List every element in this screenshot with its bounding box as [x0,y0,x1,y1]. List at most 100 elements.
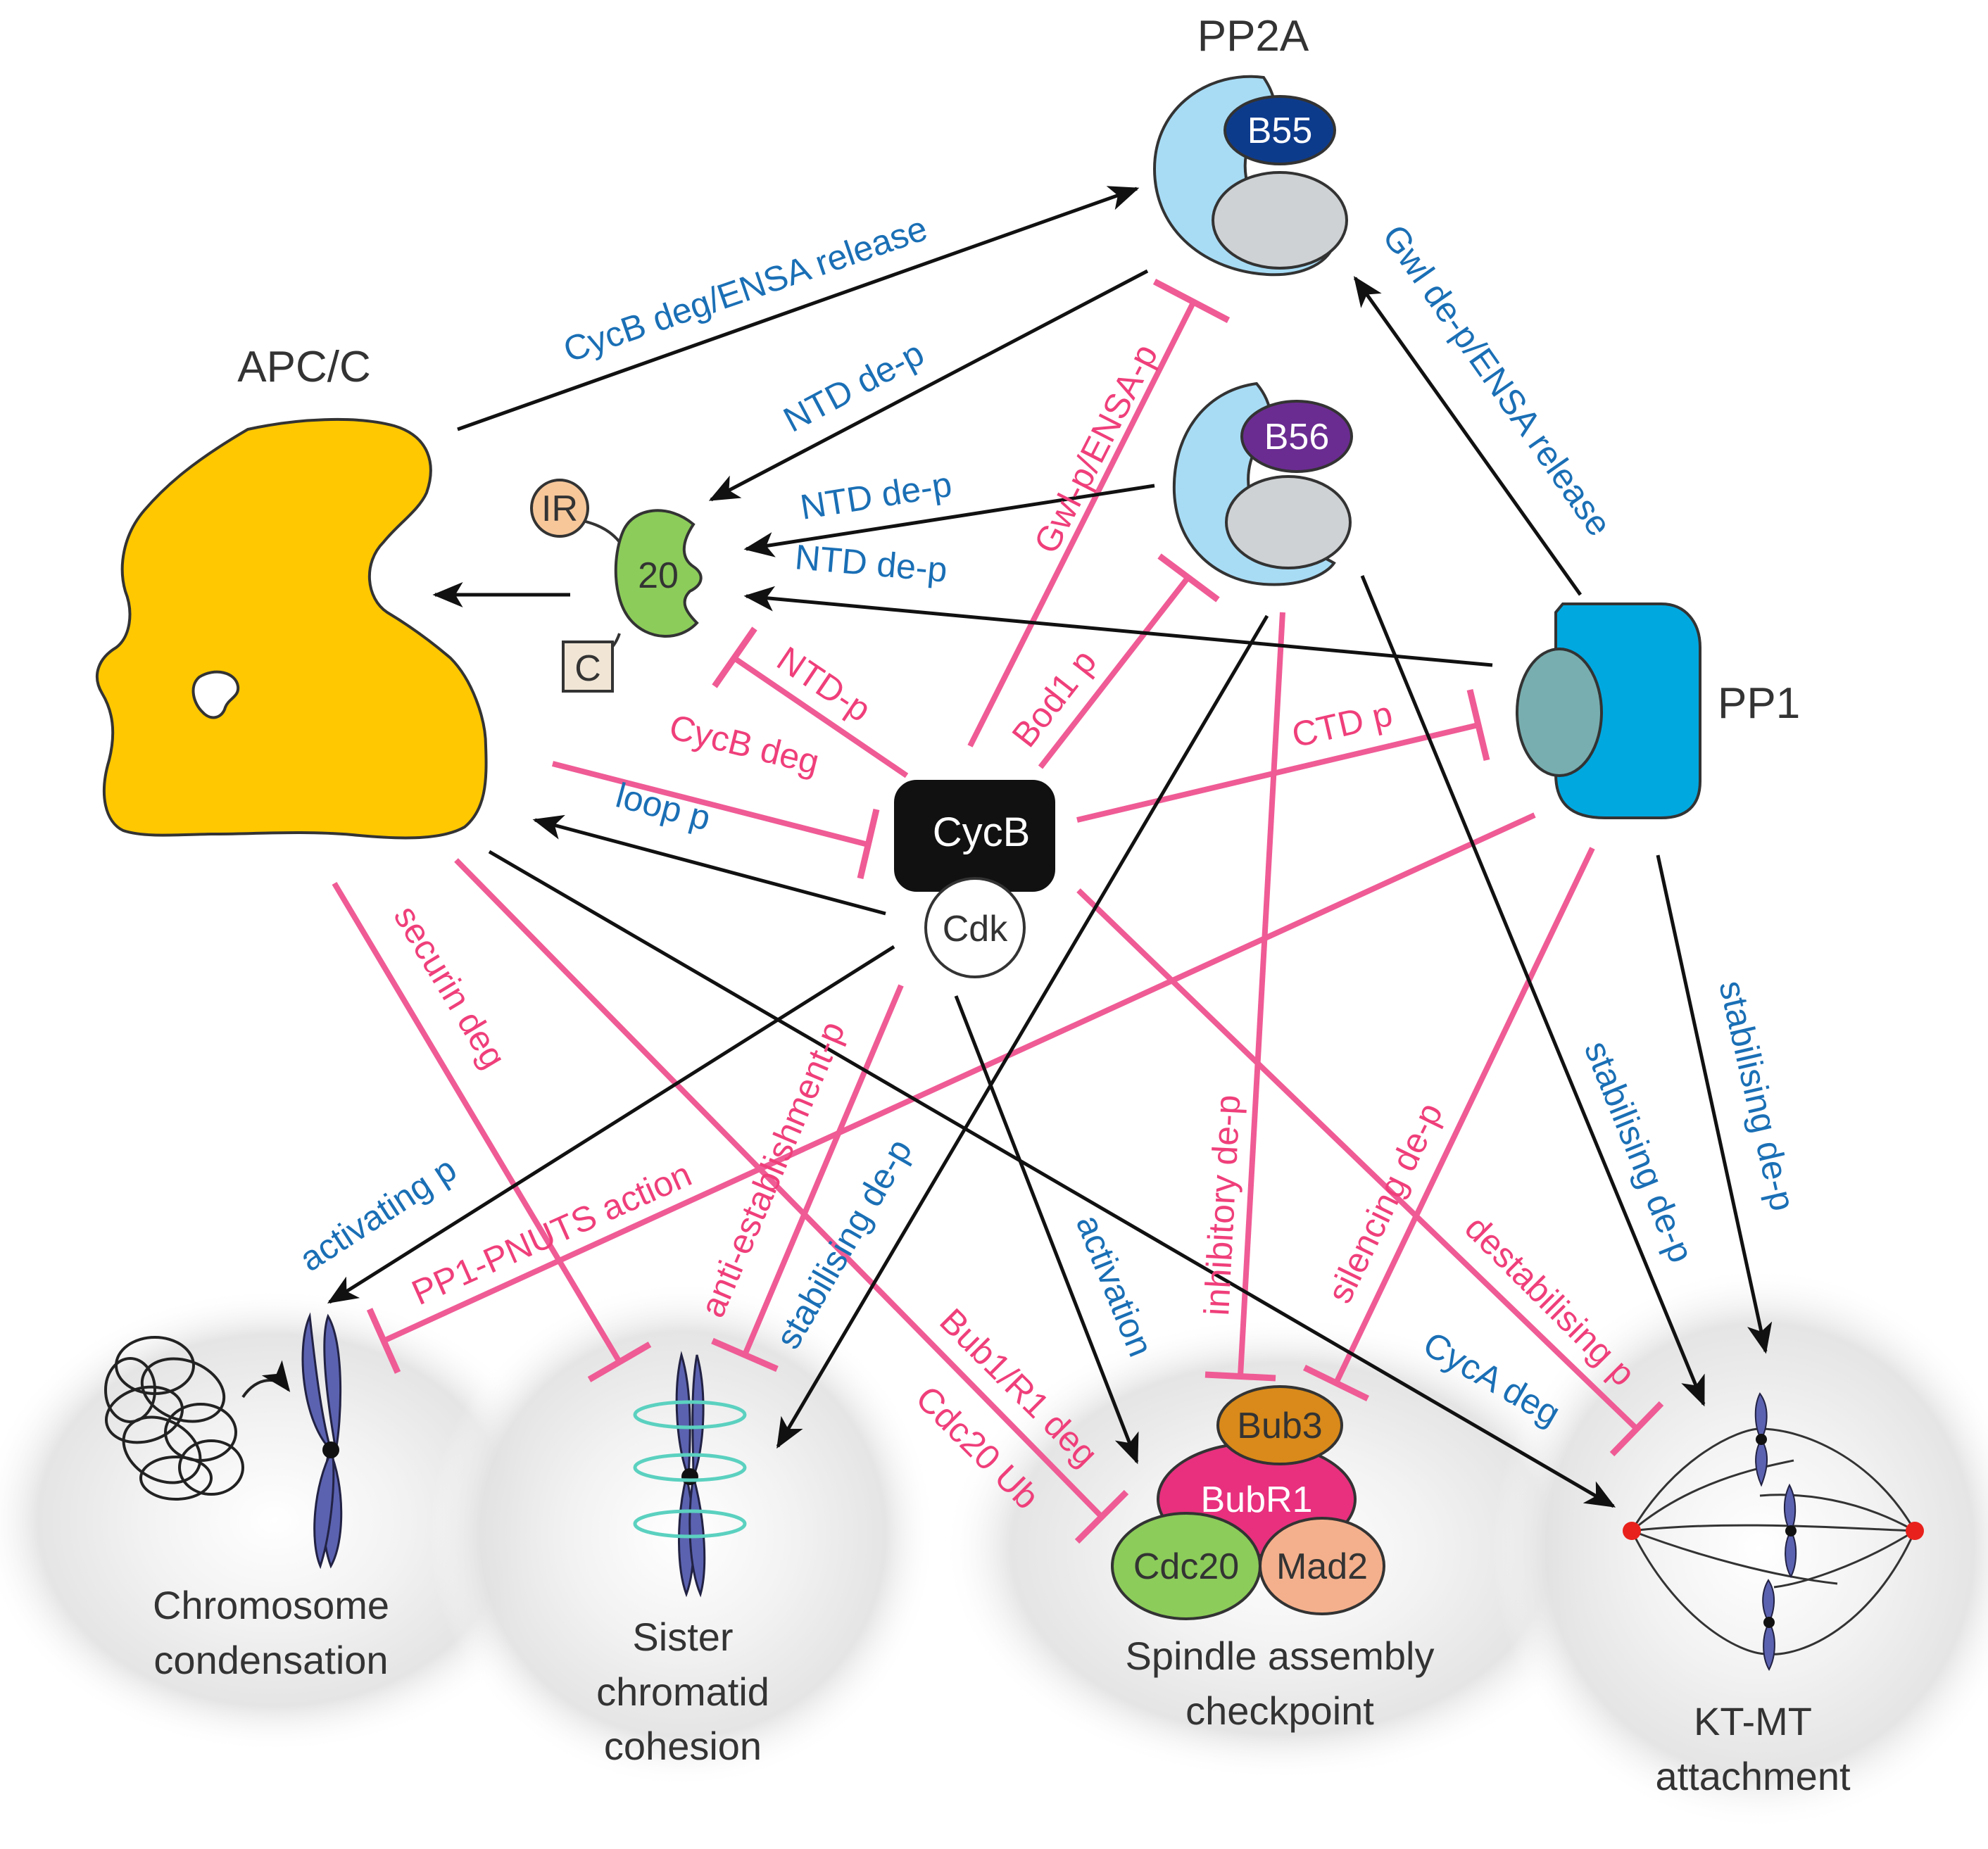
output-sister-chromatid-cohesion: Sister chromatid cohesion [596,1351,769,1768]
b55-label: B55 [1247,111,1313,151]
tbar-bod1-p [1157,553,1220,602]
tbar-ctd-p [1466,688,1490,762]
edge-anti-establishment-p [742,984,904,1356]
label-inhibitory-dep: inhibitory de-p [1197,1094,1247,1317]
edge-bod1-p [1038,575,1191,769]
label-cycb-deg: CycB deg [665,707,823,782]
cycb-label: CycB [933,809,1031,855]
edge-securin-deg [332,881,622,1364]
label-activating-p: activating p [292,1149,463,1280]
edge-gwl-dep-ensa-release [1353,276,1583,596]
b55-subunit [1223,95,1336,165]
bub3-label: Bub3 [1237,1406,1322,1446]
pp2a-b56-catalytic [1225,475,1352,569]
cdk-label: Cdk [943,909,1008,949]
cohesion-line-3: cohesion [604,1724,762,1768]
edge-activation [954,995,1139,1465]
edge-silencing-dep [1333,847,1595,1384]
edge-b56-ntd-dep [743,484,1155,557]
c-motif [562,640,614,693]
label-stabilising-dep-b56: stabilising de-p [1577,1035,1701,1268]
label-activation: activation [1069,1209,1161,1362]
edge-b55-ntd-dep [708,269,1149,502]
ktmt-line-2: attachment [1655,1754,1850,1798]
tbar-bub1-r1-deg [1074,1489,1129,1544]
pp2a-b55-catalytic [1212,171,1348,270]
edge-bub1-r1-deg [454,858,1104,1519]
label-bod1-p: Bod1 p [1005,642,1105,754]
output-chromosome-condensation: Chromosome condensation [104,1312,389,1682]
spindle-pole-left [1623,1522,1641,1540]
b56-label: B56 [1264,417,1330,457]
sac-line-2: checkpoint [1185,1689,1374,1733]
tbar-destabilising-p [1609,1401,1664,1457]
label-stabilising-dep-pp1: stabilising de-p [1711,977,1803,1215]
condensation-line-1: Chromosome [153,1583,389,1627]
output-spindle-assembly-checkpoint: BubR1 Bub3 Cdc20 Mad2 Spindle assembly c… [1111,1385,1435,1733]
label-gwl-dep-ensa-release: Gwl de-p/ENSA release [1375,217,1619,543]
pp2a-b55-complex: PP2A B55 [1152,12,1348,277]
apcc-title: APC/C [237,343,370,391]
spindle-icon [1630,1427,1916,1655]
bubr1-label: BubR1 [1201,1479,1313,1520]
edge-cycb-deg [552,761,869,847]
ktmt-line-1: KT-MT [1694,1699,1812,1743]
pp1-complex: PP1 [1516,602,1800,819]
cohesion-line-1: Sister [632,1615,733,1659]
tbar-ntd-p [712,626,757,688]
b56-subunit [1240,400,1353,473]
chromatin-coil-icon [104,1336,244,1501]
cdc20-label: Cdc20 [1133,1546,1239,1587]
tbar-securin-deg [587,1342,652,1382]
edge-pp1-pnuts-action [382,812,1536,1344]
tbar-gwl-p-ensa-p [1152,279,1231,323]
mad2-label: Mad2 [1276,1546,1368,1587]
label-cycb-deg-ensa-release: CycB deg/ENSA release [558,208,932,370]
pp1-body [1554,602,1701,819]
label-loop-p: loop p [612,776,715,838]
pp1-regulatory [1516,648,1603,777]
label-gwl-p-ensa-p: Gwl-p/ENSA-p [1026,338,1165,560]
cdc20-apcc-coactivator: IR C 20 [530,479,703,693]
activation-edges [327,186,1773,1508]
edge-cycb-deg-ensa-release [457,186,1140,431]
pp2a-title: PP2A [1197,12,1309,61]
inhibition-edges [332,279,1664,1544]
edge-loop-p [532,814,886,916]
edge-gwl-p-ensa-p [967,301,1196,747]
apcc-shape [95,417,488,840]
edge-pp1-ntd-dep [743,586,1493,667]
condensation-arrow-icon [241,1360,291,1399]
halo-condensation [0,1288,570,1753]
spindle-pole-right [1906,1522,1924,1540]
edge-stabilising-dep-pp1 [1656,854,1773,1354]
tbar-inhibitory-dep [1204,1371,1276,1382]
bub3-subunit [1216,1385,1343,1465]
halo-ktmt [1492,1267,1988,1830]
apcc-hole [191,670,240,719]
cdk-circle [924,877,1026,978]
kt-chromosome-icon [1754,1392,1797,1672]
kt-centromere-1 [1756,1434,1767,1445]
cdc20-core-label: 20 [638,555,679,596]
apcc-complex: APC/C [95,343,488,840]
cycb-cdk-complex: CycB Cdk [894,780,1055,978]
label-ntd-dep-b56: NTD de-p [798,465,955,527]
edge-ntd-p [732,655,909,778]
edge-destabilising-p [1076,888,1639,1431]
cohesin-ring-icon [633,1400,747,1539]
label-ntd-dep-pp1: NTD de-p [793,537,949,590]
kt-centromere-2 [1785,1525,1797,1536]
sac-line-1: Spindle assembly [1126,1634,1435,1678]
tbar-silencing-dep [1303,1364,1369,1402]
tbar-cycb-deg [857,808,880,880]
edge-stabilising-dep-b56 [1360,575,1706,1407]
output-ktmt-attachment: KT-MT attachment [1623,1392,1924,1798]
edge-ctd-p [1076,722,1479,823]
tbar-anti-establishment-p [711,1337,779,1372]
kt-centromere-3 [1763,1617,1775,1628]
mad2-subunit [1259,1517,1385,1615]
cdc20-core-shape [614,509,703,638]
c-label: C [574,648,601,689]
